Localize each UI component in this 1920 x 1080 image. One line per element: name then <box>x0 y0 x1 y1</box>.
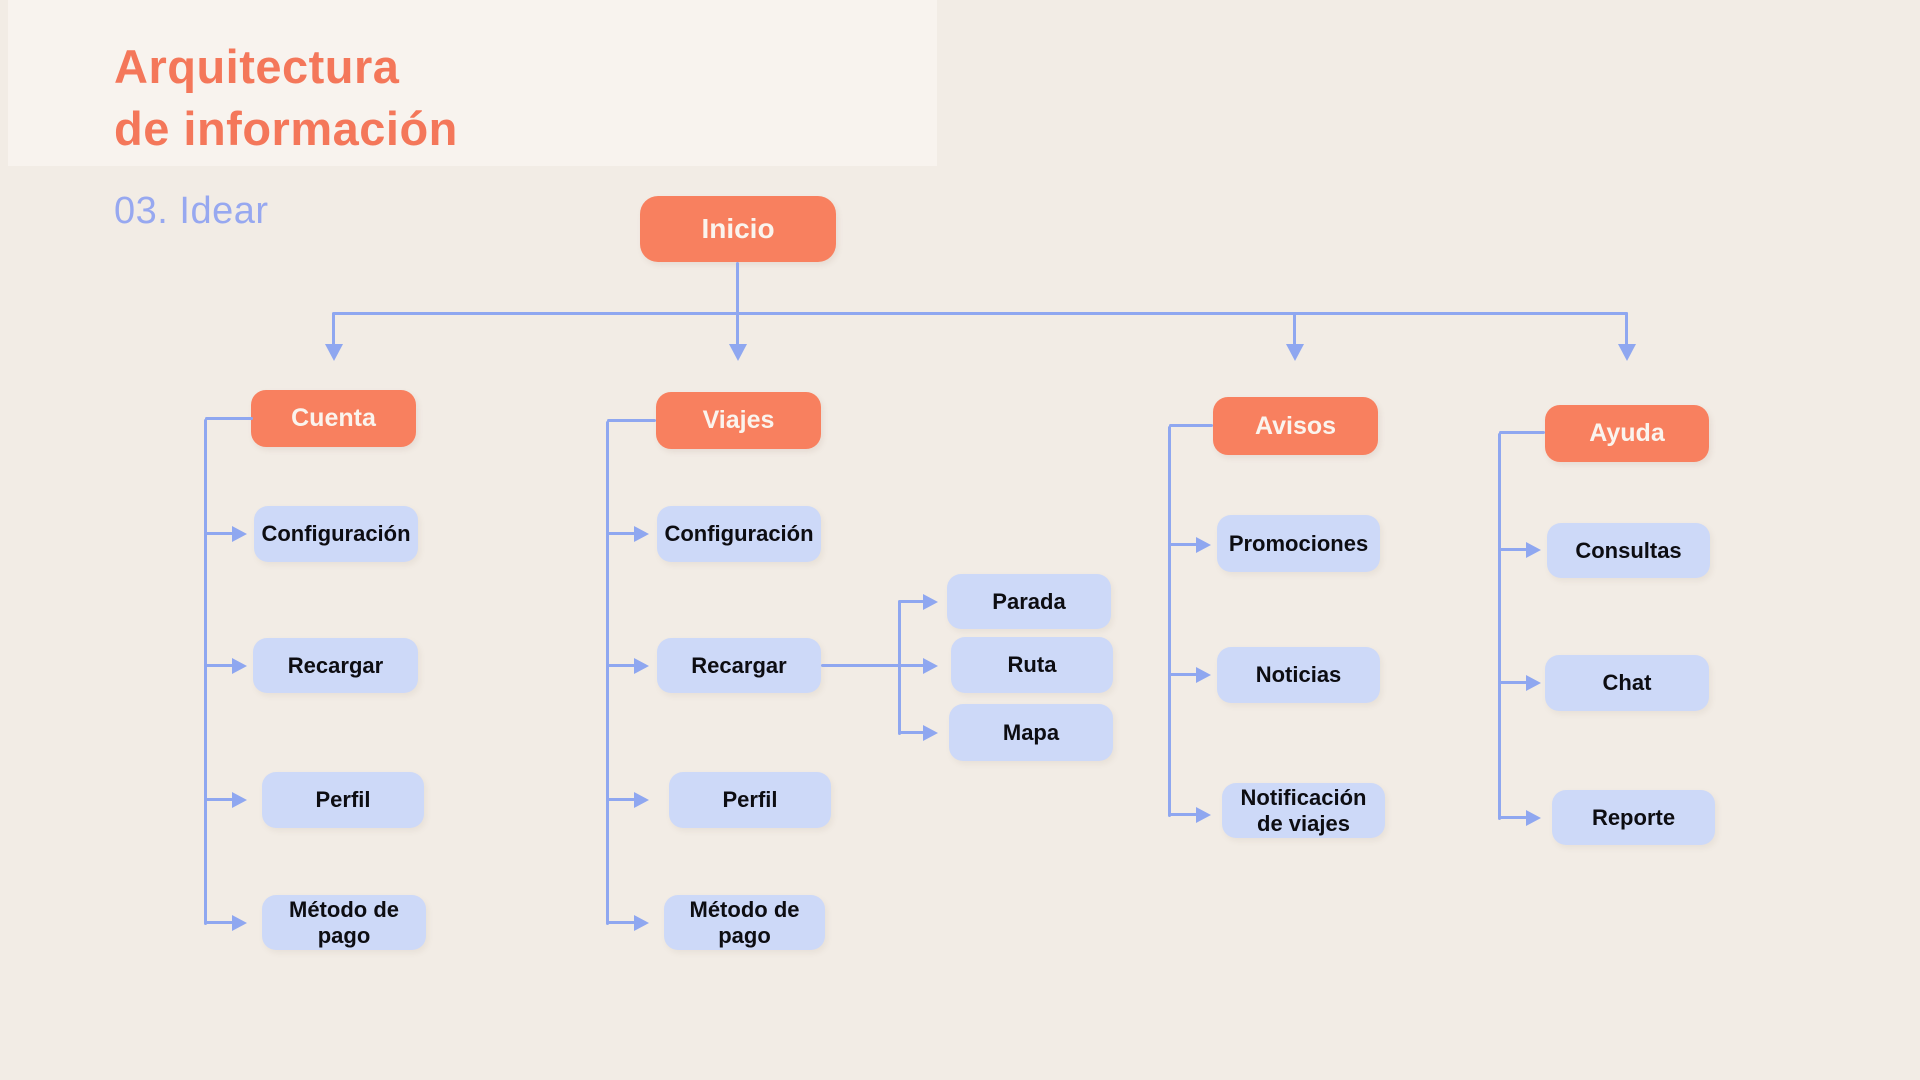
arrow-right-icon <box>634 658 649 674</box>
arrow-right-icon <box>1526 810 1541 826</box>
connector-avisos-stub <box>1169 424 1213 427</box>
arrow-right-icon <box>232 792 247 808</box>
connector-drop-cuenta <box>332 312 335 346</box>
page-subtitle: 03. Idear <box>114 190 269 232</box>
connector-drop-avisos <box>1293 312 1296 346</box>
connector-avisos-trunk <box>1168 426 1171 817</box>
connector-cuenta-branch-2 <box>205 664 233 667</box>
arrow-right-icon <box>232 915 247 931</box>
node-chat[interactable]: Chat <box>1545 655 1709 711</box>
connector-inicio-drop <box>736 262 739 345</box>
connector-avisos-branch-3 <box>1169 813 1197 816</box>
arrow-down-viajes-icon <box>729 344 747 361</box>
node-viajes-recargar[interactable]: Recargar <box>657 638 821 693</box>
node-viajes-configuracion[interactable]: Configuración <box>657 506 821 562</box>
arrow-right-icon <box>232 526 247 542</box>
connector-cuenta-trunk <box>204 419 207 925</box>
connector-viajes-branch-1 <box>607 532 635 535</box>
connector-cuenta-branch-1 <box>205 532 233 535</box>
arrow-right-icon <box>923 725 938 741</box>
connector-avisos-branch-2 <box>1169 673 1197 676</box>
arrow-right-icon <box>1196 667 1211 683</box>
page-title-line2: de información <box>114 102 458 155</box>
arrow-right-icon <box>634 792 649 808</box>
connector-ayuda-stub <box>1499 431 1545 434</box>
connector-avisos-branch-1 <box>1169 543 1197 546</box>
node-reporte[interactable]: Reporte <box>1552 790 1715 845</box>
connector-drop-ayuda <box>1625 312 1628 346</box>
node-mapa[interactable]: Mapa <box>949 704 1113 761</box>
connector-mapa-branch <box>899 731 924 734</box>
page-title: Arquitectura de información <box>114 36 458 160</box>
connector-ayuda-branch-2 <box>1499 681 1527 684</box>
arrow-right-icon <box>1196 537 1211 553</box>
node-inicio[interactable]: Inicio <box>640 196 836 262</box>
connector-parada-branch <box>899 600 924 603</box>
arrow-down-cuenta-icon <box>325 344 343 361</box>
connector-viajes-branch-4 <box>607 921 635 924</box>
node-noticias[interactable]: Noticias <box>1217 647 1380 703</box>
node-consultas[interactable]: Consultas <box>1547 523 1710 578</box>
connector-recargar-subtrunk <box>898 600 901 735</box>
connector-viajes-stub <box>607 419 656 422</box>
arrow-right-icon <box>923 658 938 674</box>
node-parada[interactable]: Parada <box>947 574 1111 629</box>
page-title-line1: Arquitectura <box>114 40 400 93</box>
node-notificacion-de-viajes[interactable]: Notificación de viajes <box>1222 783 1385 838</box>
node-cuenta-recargar[interactable]: Recargar <box>253 638 418 693</box>
node-cuenta-perfil[interactable]: Perfil <box>262 772 424 828</box>
arrow-down-avisos-icon <box>1286 344 1304 361</box>
connector-ayuda-branch-1 <box>1499 548 1527 551</box>
arrow-right-icon <box>634 526 649 542</box>
node-cuenta[interactable]: Cuenta <box>251 390 416 447</box>
connector-viajes-branch-3 <box>607 798 635 801</box>
node-viajes-perfil[interactable]: Perfil <box>669 772 831 828</box>
connector-cuenta-stub <box>205 417 253 420</box>
connector-viajes-trunk <box>606 421 609 925</box>
node-viajes[interactable]: Viajes <box>656 392 821 449</box>
connector-viajes-branch-2 <box>607 664 635 667</box>
connector-ayuda-trunk <box>1498 433 1501 820</box>
arrow-right-icon <box>1196 807 1211 823</box>
arrow-right-icon <box>1526 542 1541 558</box>
node-ruta[interactable]: Ruta <box>951 637 1113 693</box>
node-viajes-metodo-de-pago[interactable]: Método de pago <box>664 895 825 950</box>
arrow-right-icon <box>634 915 649 931</box>
node-avisos[interactable]: Avisos <box>1213 397 1378 455</box>
arrow-right-icon <box>923 594 938 610</box>
arrow-right-icon <box>232 658 247 674</box>
arrow-right-icon <box>1526 675 1541 691</box>
title-background-panel <box>8 0 937 166</box>
node-ayuda[interactable]: Ayuda <box>1545 405 1709 462</box>
connector-recargar-feeder <box>821 664 924 667</box>
connector-top-rail <box>333 312 1628 315</box>
connector-ayuda-branch-3 <box>1499 816 1527 819</box>
connector-cuenta-branch-3 <box>205 798 233 801</box>
node-promociones[interactable]: Promociones <box>1217 515 1380 572</box>
node-cuenta-configuracion[interactable]: Configuración <box>254 506 418 562</box>
node-cuenta-metodo-de-pago[interactable]: Método de pago <box>262 895 426 950</box>
connector-cuenta-branch-4 <box>205 921 233 924</box>
arrow-down-ayuda-icon <box>1618 344 1636 361</box>
